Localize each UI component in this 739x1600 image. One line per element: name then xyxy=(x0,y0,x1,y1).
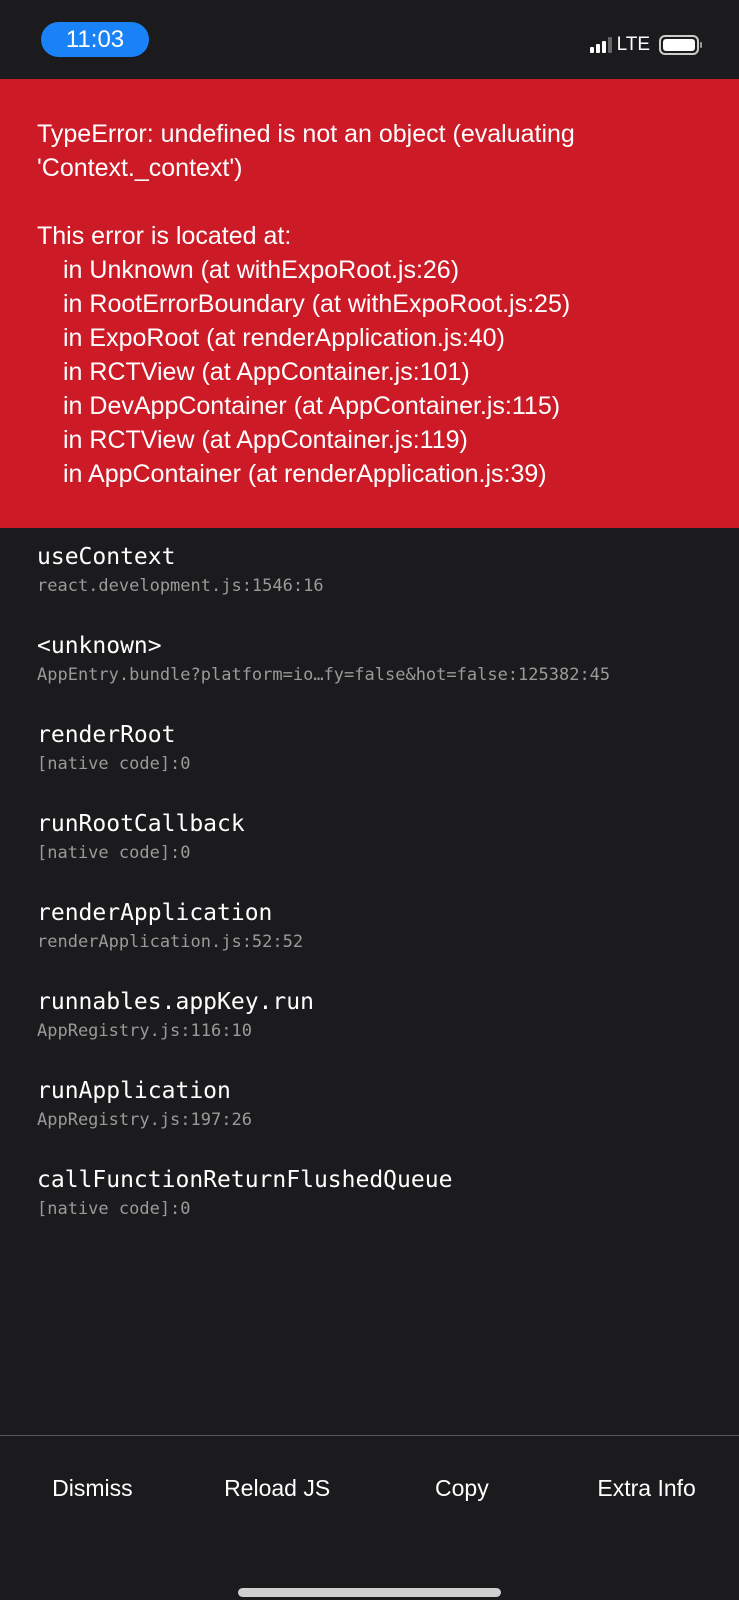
status-time[interactable]: 11:03 xyxy=(41,22,149,57)
component-stack-line: in RootErrorBoundary (at withExpoRoot.js… xyxy=(63,290,571,318)
frame-function: runApplication xyxy=(37,1078,231,1104)
frame-source: [native code]:0 xyxy=(37,1199,191,1219)
frame-function: renderRoot xyxy=(37,722,176,748)
error-location-heading: This error is located at: xyxy=(37,222,292,250)
component-stack-line: in RCTView (at AppContainer.js:101) xyxy=(63,358,470,386)
network-type: LTE xyxy=(616,34,650,55)
frame-function: callFunctionReturnFlushedQueue xyxy=(37,1167,453,1193)
stack-frame[interactable]: renderApplication renderApplication.js:52… xyxy=(37,896,610,985)
action-bar: Dismiss Reload JS Copy Extra Info xyxy=(0,1466,739,1510)
stack-frame[interactable]: useContext react.development.js:1546:16 xyxy=(37,540,610,629)
frame-source: AppRegistry.js:197:26 xyxy=(37,1110,252,1130)
frame-source: renderApplication.js:52:52 xyxy=(37,932,304,952)
status-bar: 11:03 LTE xyxy=(0,0,739,80)
extra-info-button[interactable]: Extra Info xyxy=(554,1466,739,1510)
stack-frame[interactable]: <unknown> AppEntry.bundle?platform=io…fy=… xyxy=(37,629,610,718)
frame-function: useContext xyxy=(37,544,176,570)
reload-js-button[interactable]: Reload JS xyxy=(185,1466,370,1510)
divider xyxy=(0,1435,739,1436)
frame-source: [native code]:0 xyxy=(37,754,191,774)
frame-function: runRootCallback xyxy=(37,811,245,837)
error-message: TypeError: undefined is not an object (e… xyxy=(37,120,575,182)
dismiss-button[interactable]: Dismiss xyxy=(0,1466,185,1510)
frame-source: [native code]:0 xyxy=(37,843,191,863)
frame-function: renderApplication xyxy=(37,900,273,926)
stack-trace: useContext react.development.js:1546:16 <u… xyxy=(37,540,610,1252)
component-stack-line: in DevAppContainer (at AppContainer.js:1… xyxy=(63,392,561,420)
frame-source: AppEntry.bundle?platform=io…fy=false&hot… xyxy=(37,665,611,685)
copy-button[interactable]: Copy xyxy=(370,1466,555,1510)
frame-function: <unknown> xyxy=(37,633,162,659)
component-stack-line: in RCTView (at AppContainer.js:119) xyxy=(63,426,468,454)
stack-frame[interactable]: renderRoot [native code]:0 xyxy=(37,718,610,807)
component-stack-line: in Unknown (at withExpoRoot.js:26) xyxy=(63,256,460,284)
home-indicator[interactable] xyxy=(238,1588,501,1597)
frame-source: react.development.js:1546:16 xyxy=(37,576,324,596)
battery-icon xyxy=(659,35,702,55)
signal-icon xyxy=(589,37,612,53)
frame-function: runnables.appKey.run xyxy=(37,989,314,1015)
stack-frame[interactable]: callFunctionReturnFlushedQueue [native co… xyxy=(37,1163,610,1252)
component-stack-line: in AppContainer (at renderApplication.js… xyxy=(63,460,547,488)
error-banner: TypeError: undefined is not an object (e… xyxy=(0,79,739,528)
stack-frame[interactable]: runRootCallback [native code]:0 xyxy=(37,807,610,896)
component-stack-line: in ExpoRoot (at renderApplication.js:40) xyxy=(63,324,505,352)
frame-source: AppRegistry.js:116:10 xyxy=(37,1021,252,1041)
